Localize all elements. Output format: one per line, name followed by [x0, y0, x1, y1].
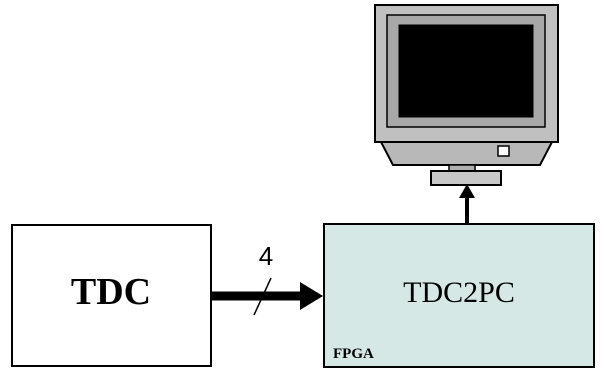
monitor-base-panel: [379, 141, 554, 166]
output-arrow: [459, 184, 475, 224]
bus-arrow: 4: [211, 241, 323, 316]
monitor-screen: [398, 24, 534, 118]
monitor-icon: [374, 4, 559, 186]
tdc-block-rect: [11, 224, 212, 367]
output-arrowhead: [459, 184, 475, 198]
fpga-label: FPGA: [333, 346, 374, 362]
bus-arrowhead: [300, 282, 323, 310]
tdc-block: TDC: [11, 224, 212, 367]
fpga-block: TDC2PC FPGA: [323, 223, 595, 368]
monitor-stand: [430, 170, 502, 186]
bus-width-label: 4: [259, 241, 273, 271]
bus-width-slash: [253, 277, 272, 316]
monitor-power-button: [497, 145, 510, 157]
tdc2pc-label: TDC2PC: [403, 276, 515, 309]
fpga-block-rect: [323, 223, 595, 368]
tdc-label: TDC: [71, 271, 151, 313]
